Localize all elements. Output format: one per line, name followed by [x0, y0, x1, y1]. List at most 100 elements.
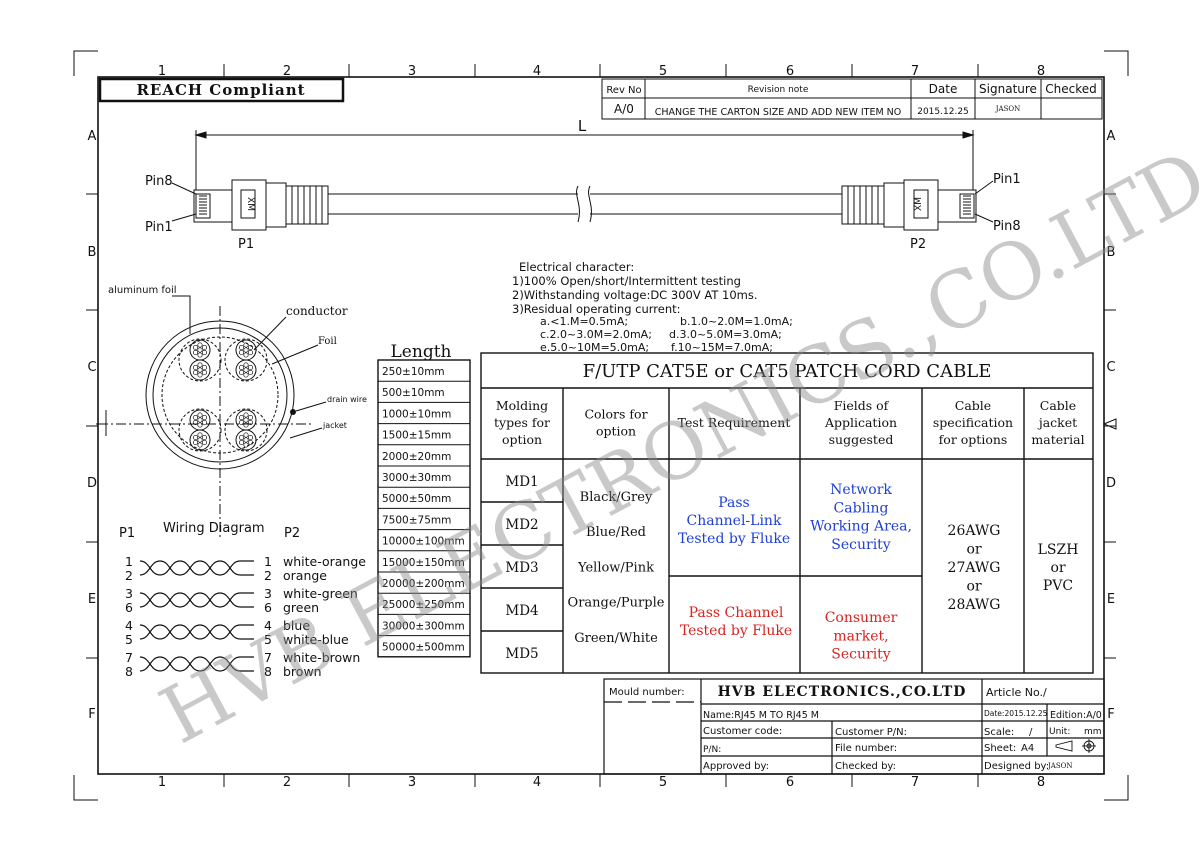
- grid-row-right: F: [1107, 707, 1114, 722]
- cable-cross-section: [96, 295, 327, 540]
- wiring-right-pin: 5: [264, 632, 272, 647]
- rev-note: CHANGE THE CARTON SIZE AND ADD NEW ITEM …: [655, 107, 902, 118]
- cable-spec: or: [966, 579, 981, 595]
- length-option: 15000±150mm: [382, 557, 465, 569]
- spec-header: Application: [824, 415, 897, 430]
- rev-no: A/0: [614, 102, 634, 116]
- grid-col-bottom: 8: [1037, 775, 1045, 790]
- p1-pin-bottom: Pin1: [145, 220, 173, 235]
- length-option: 1500±15mm: [382, 430, 451, 442]
- application-field-consumer: Consumer: [825, 610, 898, 626]
- reach-label: REACH Compliant: [136, 81, 305, 99]
- pn-label: P/N:: [703, 745, 721, 755]
- length-option: 25000±250mm: [382, 599, 465, 611]
- wire-color-label: white-brown: [283, 650, 360, 665]
- color-option: Orange/Purple: [568, 596, 665, 611]
- spec-header: Cable: [1040, 398, 1076, 413]
- title-edition: Edition:A/0: [1050, 710, 1102, 721]
- article-no-label: Article No./: [986, 686, 1047, 699]
- application-field-network: Cabling: [834, 500, 889, 516]
- spec-header: Fields of: [834, 398, 890, 413]
- spec-header: Cable: [955, 398, 991, 413]
- length-option: 5000±50mm: [382, 493, 451, 505]
- grid-col-bottom: 7: [911, 775, 919, 790]
- jacket-material: PVC: [1043, 578, 1073, 594]
- color-option: Yellow/Pink: [577, 560, 654, 575]
- length-option: 50000±500mm: [382, 642, 465, 654]
- grid-row-left: A: [88, 129, 97, 144]
- electrical-line-3: 3)Residual operating current:: [512, 302, 681, 316]
- application-field-consumer: Security: [831, 647, 891, 663]
- electrical-line-1: 1)100% Open/short/Intermittent testing: [512, 274, 741, 288]
- wiring-left-pin: 4: [125, 618, 133, 633]
- application-field-network: Working Area,: [810, 519, 912, 535]
- grid-col-bottom: 1: [158, 775, 166, 790]
- grid-col-bottom: 5: [659, 775, 667, 790]
- length-option: 250±10mm: [382, 366, 445, 378]
- spec-table: [480, 352, 1094, 674]
- cable-spec: 28AWG: [948, 597, 1001, 613]
- p2-mark: XM: [914, 197, 924, 211]
- cable-drawing: [171, 130, 994, 231]
- grid-row-right: A: [1107, 129, 1116, 144]
- test-requirement-channel: Tested by Fluke: [680, 623, 792, 639]
- conductor-label: conductor: [286, 304, 348, 318]
- grid-col-top: 8: [1037, 64, 1045, 79]
- length-option: 7500±75mm: [382, 514, 451, 526]
- length-option: 20000±200mm: [382, 578, 465, 590]
- spec-header: option: [502, 432, 542, 447]
- projection-symbol-icon: [1055, 739, 1096, 753]
- rev-header-date: Date: [929, 82, 958, 96]
- electrical-title: Electrical character:: [519, 260, 634, 274]
- wiring-right-pin: 2: [264, 568, 272, 583]
- test-requirement-link: Channel-Link: [687, 513, 782, 529]
- grid-row-right: E: [1107, 592, 1115, 607]
- wire-color-label: brown: [283, 664, 322, 679]
- rev-signature: JASON: [995, 105, 1021, 113]
- grid-row-left: E: [88, 592, 96, 607]
- checked-by-label: Checked by:: [835, 761, 896, 772]
- spec-header: for options: [939, 432, 1008, 447]
- spec-header: option: [596, 424, 636, 439]
- application-field-network: Security: [831, 537, 891, 553]
- sheet-value: A4: [1021, 743, 1034, 754]
- molding-type: MD2: [505, 517, 538, 533]
- grid-col-bottom: 3: [408, 775, 416, 790]
- molding-type: MD5: [505, 646, 538, 662]
- grid-col-top: 3: [408, 64, 416, 79]
- scale-label: Scale:: [984, 727, 1014, 738]
- p1-label: P1: [238, 237, 254, 252]
- wiring-left-pin: 2: [125, 568, 133, 583]
- spec-header: types for: [494, 415, 550, 430]
- grid-col-top: 6: [786, 64, 794, 79]
- wiring-left-pin: 5: [125, 632, 133, 647]
- spec-header: Test Requirement: [678, 415, 791, 430]
- p2-label: P2: [910, 237, 926, 252]
- length-option: 30000±300mm: [382, 620, 465, 632]
- grid-row-left: C: [87, 360, 96, 375]
- grid-col-top: 7: [911, 64, 919, 79]
- wiring-left-pin: 1: [125, 554, 133, 569]
- p1-pin-top: Pin8: [145, 174, 173, 189]
- sheet-label: Sheet:: [984, 743, 1016, 754]
- molding-type: MD1: [505, 474, 538, 490]
- spec-header: material: [1031, 432, 1084, 447]
- wire-color-label: white-green: [283, 586, 358, 601]
- revision-table: [601, 78, 1103, 120]
- file-number-label: File number:: [835, 743, 897, 754]
- length-option: 500±10mm: [382, 387, 445, 399]
- wire-color-label: orange: [283, 568, 327, 583]
- molding-type: MD4: [505, 603, 538, 619]
- spec-table-title: F/UTP CAT5E or CAT5 PATCH CORD CABLE: [583, 361, 992, 382]
- grid-row-left: D: [87, 476, 97, 491]
- wiring-left-pin: 8: [125, 664, 133, 679]
- grid-col-bottom: 6: [786, 775, 794, 790]
- spec-header: Molding: [496, 398, 548, 413]
- jacket-material: or: [1050, 560, 1065, 576]
- cable-spec: 27AWG: [948, 560, 1001, 576]
- wiring-right-pin: 7: [264, 650, 272, 665]
- application-field-network: Network: [830, 482, 892, 498]
- grid-col-top: 5: [659, 64, 667, 79]
- rev-header-signature: Signature: [979, 82, 1037, 96]
